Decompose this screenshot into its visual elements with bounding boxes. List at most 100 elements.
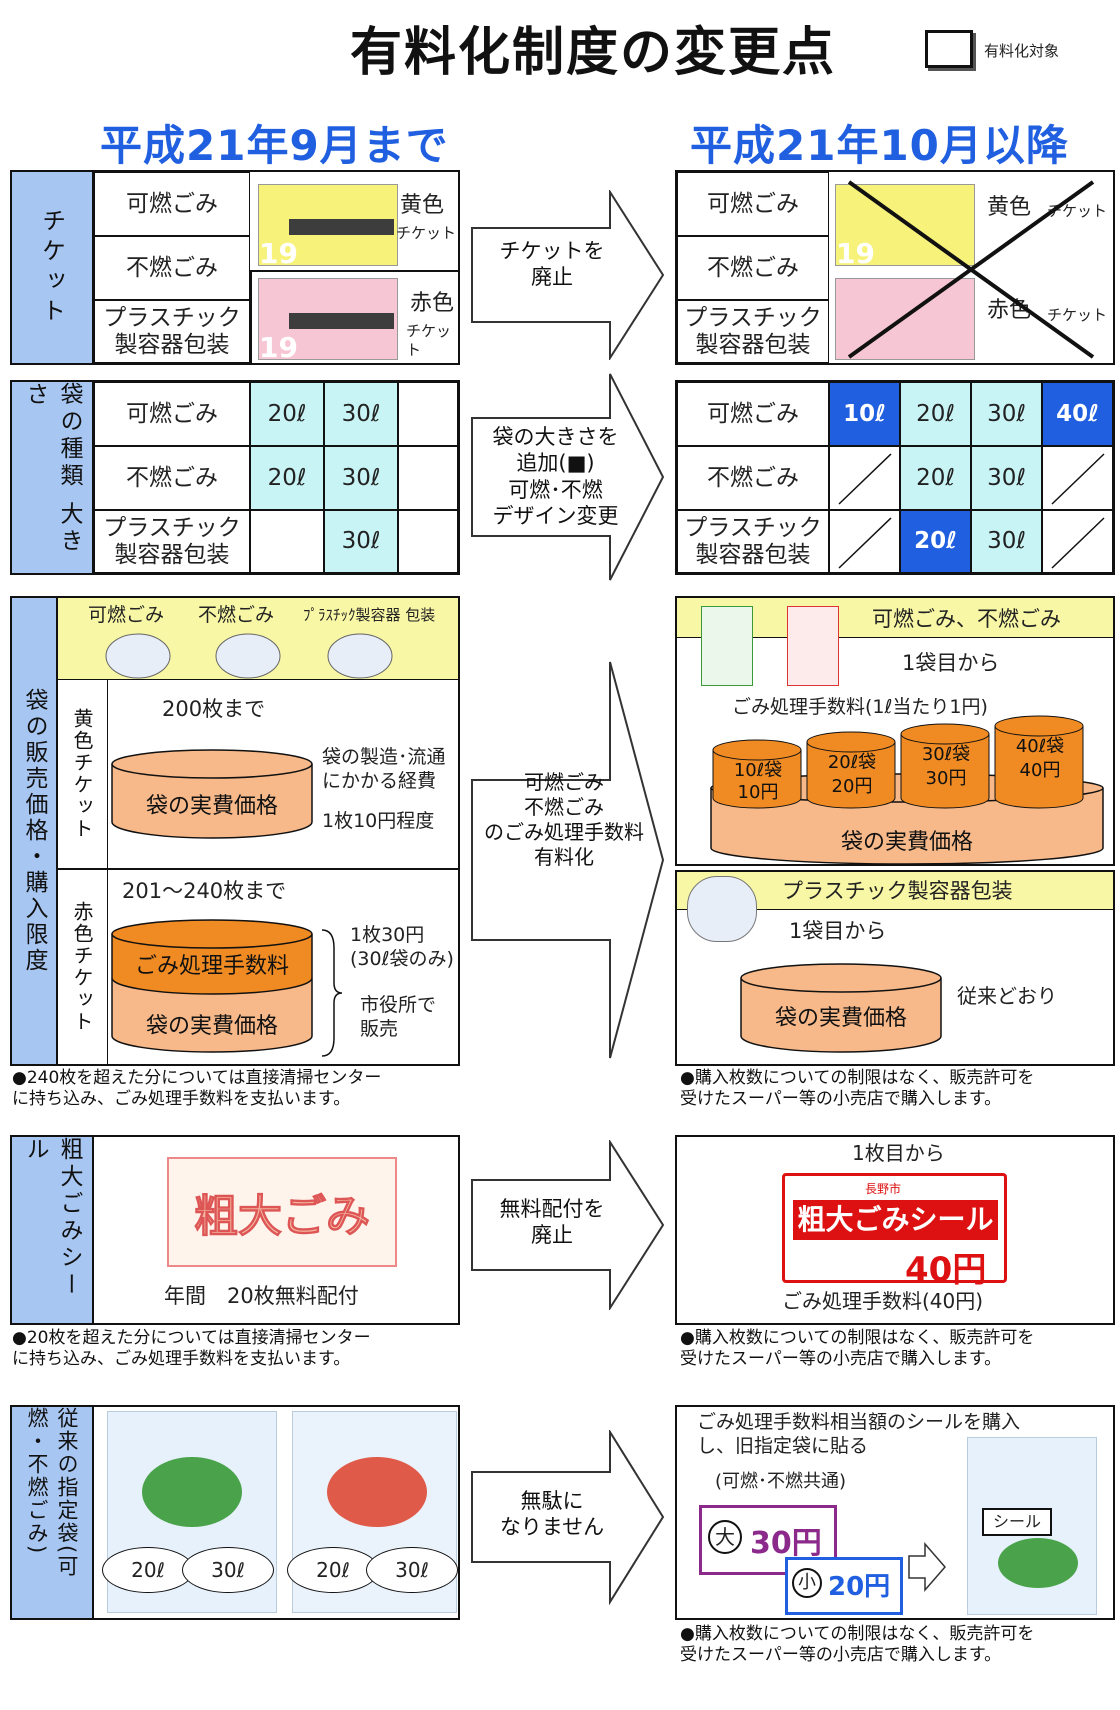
legend-label: 有料化対象 [984, 42, 1060, 60]
actual-price-label-2: 袋の実費価格 [145, 1014, 278, 1039]
bagsize-type-plastic: プラスチック 製容器包装 [94, 510, 250, 573]
seal-desc: ごみ処理手数料相当額のシールを購入 し、旧指定袋に貼る [697, 1411, 1021, 1457]
bag-size-cell: 30ℓ [971, 510, 1042, 573]
oldbags-side: 従来の指定袋(可燃・不燃ごみ) [12, 1407, 94, 1618]
ticket-after-panel: 可燃ごみ 不燃ごみ プラスチック 製容器包装 19 黄色 チケット 赤色 チケッ… [675, 170, 1115, 365]
cyl-size: 30ℓ袋 [921, 744, 971, 765]
brace-icon [321, 929, 343, 1057]
sales-after-panel-plastic: プラスチック製容器包装 1袋目から 袋の実費価格 従来どおり [675, 870, 1115, 1066]
yellow-label-after: 黄色 [987, 195, 1032, 220]
ticket-type-nonburnable: 不燃ごみ [94, 236, 250, 300]
cylinder-plastic [740, 963, 942, 1053]
bagsize-after-nonburnable: 不燃ごみ [677, 446, 829, 510]
oversize-note-after: ●購入枚数についての制限はなく、販売許可を 受けたスーパー等の小売店で購入します… [680, 1328, 1035, 1370]
bag-size-na [1042, 510, 1113, 573]
arrow-bagsize [471, 373, 665, 581]
cyl-size: 10ℓ袋 [733, 760, 783, 781]
after-actual-price: 袋の実費価格 [840, 830, 973, 855]
yellow-ticket-word: チケット [396, 224, 457, 242]
large-seal: 大 30円 [699, 1505, 837, 1575]
arrow-ticket-label: チケットを 廃止 [499, 239, 605, 290]
after-heading: 平成21年10月以降 [690, 121, 1069, 170]
bag-size-na [1042, 446, 1113, 510]
bag-size-na [829, 510, 900, 573]
sales-header-bar: 可燃ごみ 不燃ごみ ﾌﾟﾗｽﾁｯｸ製容器 包装 [58, 598, 458, 680]
actual-price-label: 袋の実費価格 [145, 794, 278, 819]
ticket-before-panel: チケット 可燃ごみ 不燃ごみ プラスチック 製容器包装 19 黄色 チケット 1… [10, 170, 460, 365]
bag-size-cell-new: 10ℓ [829, 382, 900, 446]
city-hall: 市役所で 販売 [360, 994, 437, 1040]
arrow-oversize [471, 1140, 665, 1310]
yellow-ticket-image: 19 [258, 184, 398, 270]
new-sticker-image: 長野市 粗大ごみシール 40円 [782, 1173, 1007, 1290]
seal-common: (可燃･不燃共通) [715, 1471, 847, 1492]
upto200: 200枚まで [162, 697, 266, 721]
bag-size-cell: 20ℓ [900, 446, 971, 510]
bagsize-before-panel: 袋の種類 大きさ 可燃ごみ 不燃ごみ プラスチック 製容器包装 20ℓ 30ℓ … [10, 380, 460, 575]
cyl-price: 30円 [925, 768, 967, 789]
right-arrow-icon [908, 1542, 946, 1592]
bag-size-cell: 30ℓ [324, 382, 398, 446]
bagsize-side: 袋の種類 大きさ [12, 382, 94, 573]
size-oval: 30ℓ [182, 1547, 274, 1593]
sales-before-panel: 袋の販売価格・購入限度 可燃ごみ 不燃ごみ ﾌﾟﾗｽﾁｯｸ製容器 包装 黄色チケ… [10, 596, 460, 1066]
plastic-from-first: 1袋目から [789, 919, 887, 943]
cylinders-after [710, 715, 1104, 865]
small-seal: 小 20円 [785, 1557, 903, 1615]
oversize-side: 粗大ごみシール [12, 1137, 94, 1323]
cost-note: 袋の製造･流通 にかかる経費 [322, 746, 446, 792]
bag-size-cell: 20ℓ [250, 382, 324, 446]
plastic-bag-icon [687, 876, 757, 942]
bag-size-cell: 30ℓ [324, 510, 398, 573]
red-bag-icon [787, 606, 839, 686]
old-sticker-image: 粗大ごみ [167, 1157, 397, 1267]
oversize-note-before: ●20枚を超えた分については直接清掃センター に持ち込み、ごみ処理手数料を支払い… [12, 1328, 371, 1370]
bag-size-empty [398, 382, 458, 446]
tree-icon [142, 1457, 242, 1527]
arrow-sales-label: 可燃ごみ 不燃ごみ のごみ処理手数料 有料化 [484, 770, 644, 869]
bagsize-after-plastic: プラスチック 製容器包装 [677, 510, 829, 573]
cyl-price: 40円 [1019, 760, 1061, 781]
arrow-ticket [471, 190, 665, 360]
bag-size-cell: 30ℓ [971, 382, 1042, 446]
bag-size-empty [398, 510, 458, 573]
red-ticket-image: 19 [258, 278, 398, 364]
bag-size-cell: 20ℓ [900, 382, 971, 446]
cyl-price: 20円 [831, 776, 873, 797]
as-before: 従来どおり [957, 984, 1057, 1008]
before-heading: 平成21年9月まで [100, 121, 449, 170]
sales-note-after: ●購入枚数についての制限はなく、販売許可を 受けたスーパー等の小売店で購入します… [680, 1068, 1035, 1110]
legend-swatch [925, 30, 973, 68]
bag-size-cell: 20ℓ [250, 446, 324, 510]
bag-size-empty [250, 510, 324, 573]
size-oval: 30ℓ [366, 1547, 458, 1593]
cyl-size: 20ℓ袋 [827, 752, 877, 773]
fee-label: ごみ処理手数料 [134, 954, 289, 979]
red-ticket-frame [250, 270, 460, 365]
oldbags-note-after: ●購入枚数についての制限はなく、販売許可を 受けたスーパー等の小売店で購入します… [680, 1624, 1035, 1666]
arrow-oversize-label: 無料配付を 廃止 [499, 1197, 605, 1248]
bagsize-after-panel: 可燃ごみ 不燃ごみ プラスチック 製容器包装 10ℓ 20ℓ 30ℓ 40ℓ 2… [675, 380, 1115, 575]
ticket-side: チケット [12, 172, 94, 363]
bag-size-cell: 30ℓ [971, 446, 1042, 510]
bagsize-type-burnable: 可燃ごみ [94, 382, 250, 446]
ticket-after-burnable: 可燃ごみ [677, 172, 829, 236]
oldbags-before-panel: 従来の指定袋(可燃・不燃ごみ) 20ℓ 30ℓ 20ℓ 30ℓ [10, 1405, 460, 1620]
ticket-type-plastic: プラスチック 製容器包装 [94, 300, 250, 363]
bag-with-seal: シール [967, 1437, 1097, 1615]
cylinder-fee [111, 919, 313, 1053]
fee-rate: ごみ処理手数料(1ℓ当たり1円) [732, 696, 988, 718]
oversize-before-panel: 粗大ごみシール 粗大ごみ 年間 20枚無料配付 [10, 1135, 460, 1325]
cylinder-actual [111, 749, 313, 839]
yellow-label: 黄色 [400, 193, 445, 218]
yearly-free: 年間 20枚無料配付 [164, 1284, 359, 1308]
arrow-oldbags [471, 1430, 665, 1605]
red-ticket-word: チケット [406, 322, 452, 359]
sales-after-panel-burnable: 可燃ごみ、不燃ごみ 1袋目から ごみ処理手数料(1ℓ当たり1円) 10ℓ袋 10… [675, 596, 1115, 866]
arrow-oldbags-label: 無駄に なりません [499, 1489, 605, 1540]
cross-out-icon [847, 180, 1095, 359]
size-oval: 20ℓ [102, 1547, 194, 1593]
from-first-bag: 1袋目から [902, 651, 1000, 675]
oversize-from-first: 1枚目から [852, 1141, 945, 1165]
range-label: 201～240枚まで [122, 879, 287, 903]
